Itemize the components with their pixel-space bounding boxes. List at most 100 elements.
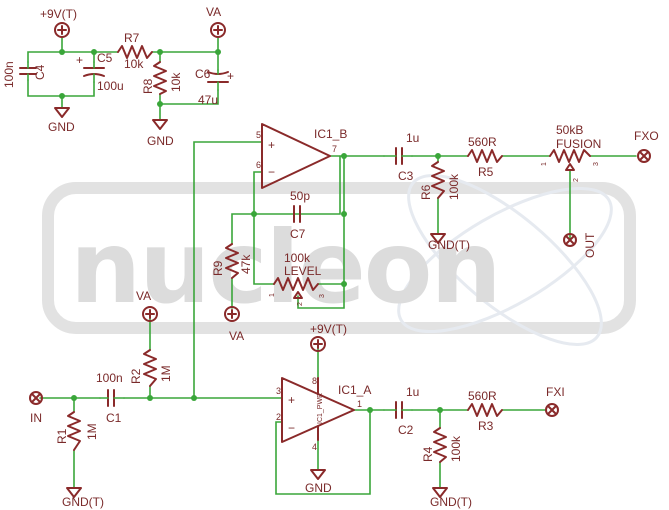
potentiometer-fusion: 50kB FUSION 1 2 3 [541,123,601,182]
power-gnd-r4: GND(T) [430,487,472,509]
part-value: 1M [85,423,99,440]
power-va-mid: VA [136,289,158,322]
junction [341,281,347,287]
part-name: R8 [141,78,155,94]
junction [437,407,443,413]
resistor-r5: 560R R5 [467,135,503,179]
power-label: GND [48,120,75,134]
part-value: 1M [159,365,173,382]
part-value: 50kB [556,123,583,137]
part-name: R1 [55,428,69,444]
power-label: VA [206,5,221,19]
signal-label: FXI [546,385,565,399]
power-gnd-r1: GND(T) [62,487,104,509]
capacitor-c1: 100n C1 [96,371,125,425]
pin-number: 1 [541,162,548,166]
part-value: 1u [406,385,419,399]
part-name: C2 [398,423,414,437]
part-name: IC1_A [338,383,371,397]
power-label: +9V(T) [310,322,347,336]
power-gnd-r6: GND(T) [428,233,470,252]
power-label: GND [305,481,332,495]
part-name: FUSION [556,137,601,151]
part-name: C1 [106,411,122,425]
part-name: R9 [211,260,225,276]
pin-sign: + [288,393,295,407]
pin-number: 1 [357,399,362,409]
resistor-r3: 560R R3 [467,389,503,433]
power-label: GND(T) [62,495,104,509]
capacitor-c2: 1u C2 [383,385,419,437]
pin-number: 8 [312,376,317,386]
part-name: R7 [124,31,140,45]
part-value: 100n [96,371,123,385]
power-label: GND [147,134,174,148]
power-gnd-mid: GND [147,119,174,148]
power-gnd-ic: GND [305,469,332,495]
watermark: nucleon [42,174,636,346]
part-name: R2 [129,368,143,384]
junction [341,153,347,159]
polarity-mark: + [76,53,83,67]
part-value: 47k [239,254,253,274]
watermark-text: nucleon [70,209,500,326]
opamp-ic1a: + − 3 2 1 8 4 IC1_PWR IC1_A [276,376,371,452]
power-p9v-ic: +9V(T) [310,322,347,352]
part-value: 10k [124,57,144,71]
part-name: IC1_PWR [317,393,324,424]
connector-in: IN [29,391,43,425]
part-value: 100n [2,61,16,88]
part-name: R6 [419,184,433,200]
part-value: 560R [468,135,497,149]
opamp-ic1b: + − 5 6 7 IC1_B [256,123,347,189]
part-value: 47u [198,93,218,107]
connector-out: OUT [563,232,597,258]
part-value: 10k [169,72,183,92]
potentiometer-level: 100k LEVEL 1 2 3 [269,251,326,306]
pin-number: 4 [312,442,317,452]
power-label: GND(T) [428,238,470,252]
part-name: C4 [33,64,47,80]
junction [251,211,257,217]
junction [71,395,77,401]
junction [59,93,65,99]
part-value: 1u [406,131,419,145]
pin-sign: − [268,165,275,179]
pin-number: 6 [256,160,261,170]
pin-number: 1 [269,293,276,297]
part-value: 100u [97,79,124,93]
part-name: C3 [398,169,414,183]
signal-label: OUT [583,232,597,258]
pin-sign: − [288,421,295,435]
power-label: VA [229,329,244,343]
power-va-r9: VA [224,306,244,343]
pin-number: 2 [276,412,281,422]
power-p9v-top: +9V(T) [40,7,77,38]
watermark-frame [42,182,636,334]
junction [435,153,441,159]
pin-number: 2 [573,178,580,182]
resistor-r2: R2 1M [129,349,173,387]
part-value: 560R [468,389,497,403]
junction [367,407,373,413]
part-name: R5 [478,165,494,179]
resistor-r1: R1 1M [55,411,99,451]
signal-label: FXO [634,129,659,143]
signal-label: IN [30,411,42,425]
junctions [59,49,443,413]
capacitor-c5: + C5 100u [76,51,124,93]
capacitor-c3: 1u C3 [383,131,419,183]
power-va-top: VA [206,5,226,38]
junction [147,395,153,401]
connector-fxo: FXO [634,129,659,163]
resistor-r8: R8 10k [141,61,183,95]
junction [191,395,197,401]
capacitor-c7: 50p C7 [290,189,310,241]
pin-sign: + [268,138,275,152]
resistor-r4: R4 100k [421,427,463,463]
part-value: 100k [284,251,311,265]
power-label: +9V(T) [40,7,77,21]
watermark-orbit [397,186,613,334]
junction [59,49,65,55]
